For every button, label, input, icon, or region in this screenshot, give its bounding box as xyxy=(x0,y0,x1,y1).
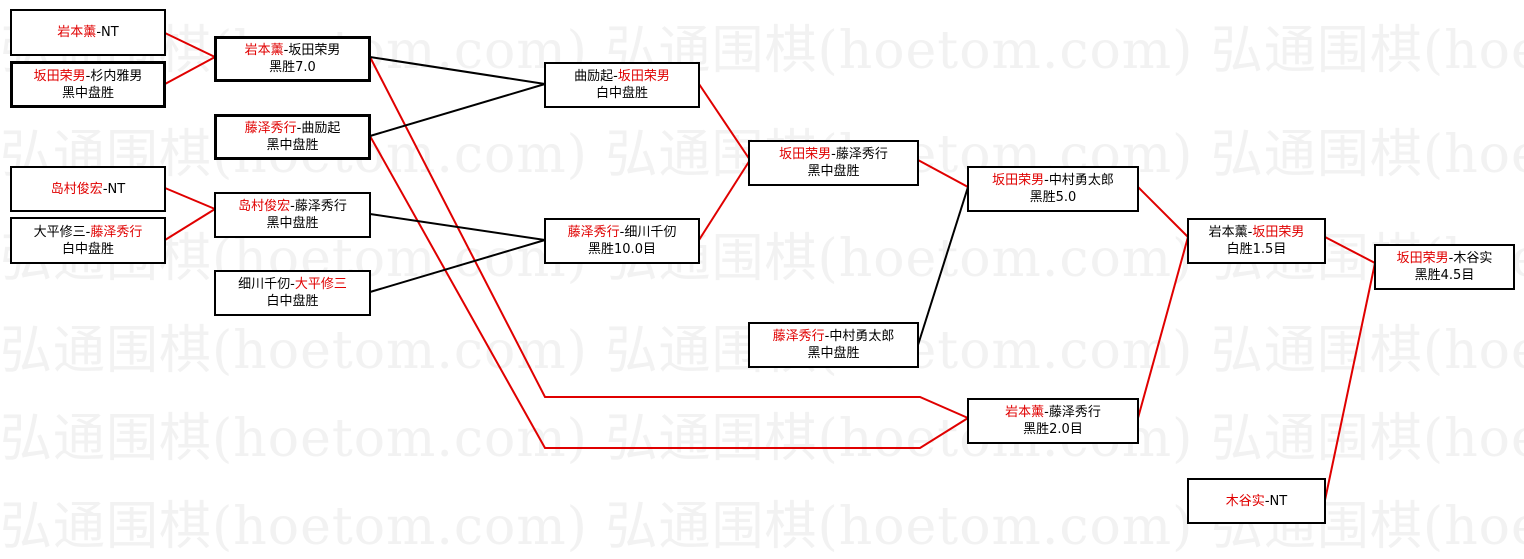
match-box: 藤泽秀行-曲励起 黑中盘胜 xyxy=(214,114,371,160)
match-box: 藤泽秀行-细川千仞 黑胜10.0目 xyxy=(544,218,700,264)
player-name: NT xyxy=(1269,493,1288,509)
player-name: 细川千仞 xyxy=(238,277,291,292)
connector-line xyxy=(164,187,216,210)
match-box: 藤泽秀行-中村勇太郎 黑中盘胜 xyxy=(748,322,919,368)
connector-line xyxy=(1137,236,1189,419)
match-box: 坂田荣男-中村勇太郎 黑胜5.0 xyxy=(967,166,1139,212)
player-name: 岩本薰 xyxy=(244,43,284,58)
player-name: 木谷实 xyxy=(1225,493,1265,509)
match-result: 黑胜2.0目 xyxy=(1023,422,1083,437)
player-name: 岛村俊宏 xyxy=(238,199,291,214)
match-box: 细川千仞-大平修三 白中盘胜 xyxy=(214,270,371,316)
player-name: 坂田荣男 xyxy=(1252,225,1305,240)
match-result: 黑中盘胜 xyxy=(266,216,319,231)
match-box-final: 坂田荣男-木谷实 黑胜4.5目 xyxy=(1374,244,1515,290)
connector-line xyxy=(1324,236,1376,264)
player-name: 岩本薰 xyxy=(1005,405,1045,420)
player-name: 曲励起 xyxy=(301,121,341,136)
connector-line xyxy=(917,159,969,188)
player-name: 藤泽秀行 xyxy=(244,121,297,136)
match-box: 岛村俊宏-NT xyxy=(10,166,166,212)
match-box: 岛村俊宏-藤泽秀行 黑中盘胜 xyxy=(214,192,371,238)
match-result: 黑中盘胜 xyxy=(61,85,114,101)
connector-line xyxy=(917,186,969,346)
player-name: NT xyxy=(101,25,119,40)
connector-line xyxy=(369,56,546,85)
connector-line xyxy=(369,135,969,449)
player-name: 岛村俊宏 xyxy=(50,181,103,197)
player-name: 藤泽秀行 xyxy=(294,199,347,214)
match-result: 白中盘胜 xyxy=(595,86,648,101)
player-name: 坂田荣男 xyxy=(33,68,86,84)
match-result: 黑胜10.0目 xyxy=(588,242,656,257)
player-name: NT xyxy=(107,181,126,197)
match-result: 黑胜7.0 xyxy=(269,60,316,75)
player-name: 坂田荣男 xyxy=(1396,251,1449,266)
player-name: 藤泽秀行 xyxy=(772,329,825,344)
match-box: 大平修三-藤泽秀行 白中盘胜 xyxy=(10,217,166,264)
connector-line xyxy=(369,239,546,293)
match-box: 岩本薰-NT xyxy=(10,9,166,56)
player-name: 细川千仞 xyxy=(624,225,677,240)
connector-line xyxy=(369,213,546,241)
match-result: 黑胜4.5目 xyxy=(1414,268,1475,283)
connector-line xyxy=(164,56,216,85)
player-name: 坂田荣男 xyxy=(779,147,832,162)
match-result: 白胜1.5目 xyxy=(1226,242,1287,257)
match-result: 黑中盘胜 xyxy=(807,164,860,179)
player-name: 曲励起 xyxy=(574,69,614,84)
player-name: 中村勇太郎 xyxy=(829,329,895,344)
connector-line xyxy=(698,159,751,241)
match-box: 岩本薰-坂田荣男 白胜1.5目 xyxy=(1187,218,1326,264)
connector-line xyxy=(164,32,216,58)
match-result: 黑中盘胜 xyxy=(266,138,319,153)
player-name: 藤泽秀行 xyxy=(567,225,620,240)
connector-line xyxy=(1324,262,1376,501)
player-name: 中村勇太郎 xyxy=(1048,173,1114,188)
match-result: 白中盘胜 xyxy=(266,294,319,309)
match-box: 坂田荣男-藤泽秀行 黑中盘胜 xyxy=(748,140,919,186)
connector-line xyxy=(164,208,216,241)
player-name: 大平修三 xyxy=(33,224,86,240)
connector-line xyxy=(698,83,751,161)
player-name: 岩本薰 xyxy=(57,25,97,40)
match-result: 黑胜5.0 xyxy=(1029,190,1077,205)
match-box: 岩本薰-坂田荣男 黑胜7.0 xyxy=(214,36,371,82)
player-name: 木谷实 xyxy=(1453,251,1493,266)
player-name: 藤泽秀行 xyxy=(90,224,143,240)
bracket-lines xyxy=(164,32,1376,501)
player-name: 杉内雅男 xyxy=(90,68,143,84)
player-name: 坂田荣男 xyxy=(288,43,341,58)
player-name: 大平修三 xyxy=(294,277,347,292)
player-name: 坂田荣男 xyxy=(617,69,670,84)
match-box: 岩本薰-藤泽秀行 黑胜2.0目 xyxy=(967,398,1139,444)
player-name: 藤泽秀行 xyxy=(835,147,888,162)
match-box: 曲励起-坂田荣男 白中盘胜 xyxy=(544,62,700,108)
match-box: 木谷实-NT xyxy=(1187,478,1326,524)
connector-line xyxy=(1137,186,1189,238)
match-result: 白中盘胜 xyxy=(61,241,114,257)
match-result: 黑中盘胜 xyxy=(807,346,860,361)
match-box: 坂田荣男-杉内雅男 黑中盘胜 xyxy=(10,61,166,108)
player-name: 岩本薰 xyxy=(1208,225,1248,240)
connector-line xyxy=(369,83,546,137)
player-name: 坂田荣男 xyxy=(992,173,1045,188)
player-name: 藤泽秀行 xyxy=(1048,405,1101,420)
